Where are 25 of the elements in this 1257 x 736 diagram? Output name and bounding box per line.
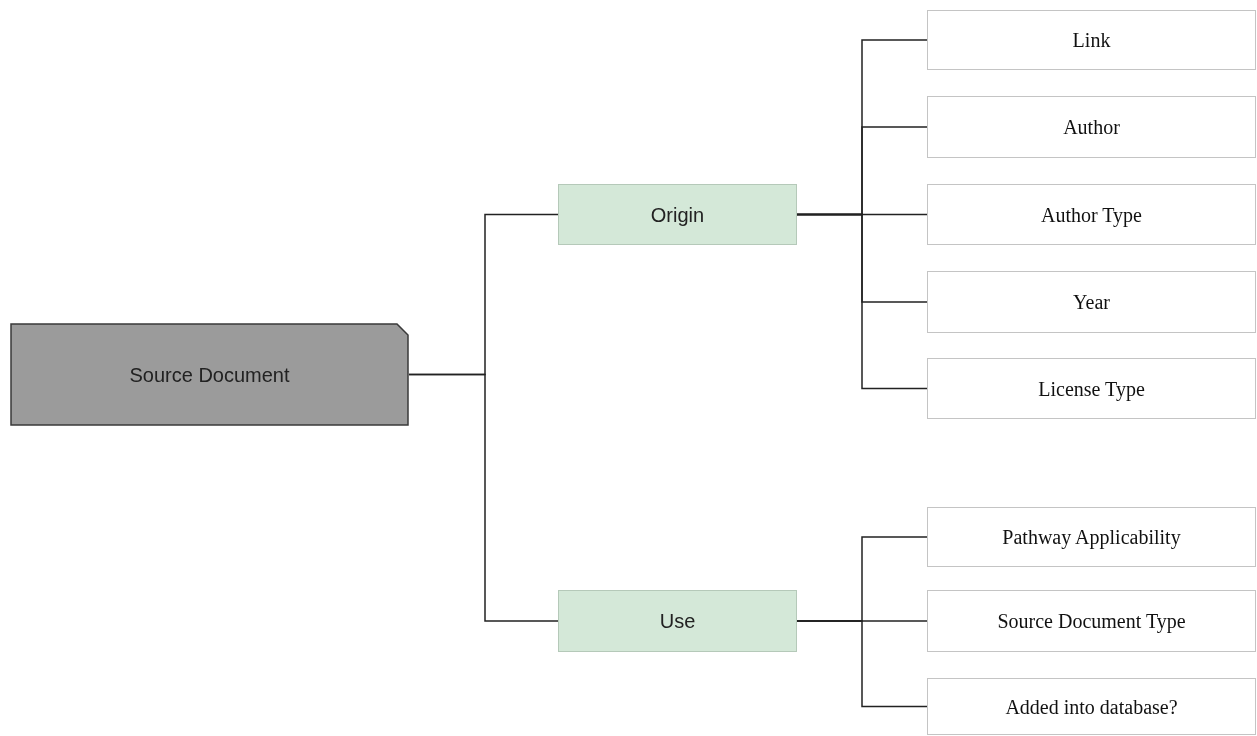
node-label: Use bbox=[659, 609, 696, 634]
field-box bbox=[927, 271, 1256, 333]
node-label: Link bbox=[1072, 28, 1111, 53]
field-box bbox=[927, 184, 1256, 245]
field-box bbox=[927, 358, 1256, 419]
field-box bbox=[927, 590, 1256, 652]
node-label: Year bbox=[1073, 290, 1110, 315]
document-shape bbox=[10, 323, 409, 426]
connector-line bbox=[796, 620, 928, 708]
field-box bbox=[927, 678, 1256, 735]
field-box bbox=[927, 96, 1256, 158]
field-box bbox=[927, 507, 1256, 567]
node-label: Source Document bbox=[129, 362, 290, 388]
connector-line bbox=[796, 213, 928, 390]
node-label: Source Document Type bbox=[997, 609, 1186, 635]
node-label: Author bbox=[1063, 115, 1120, 140]
node-label: Author Type bbox=[1041, 202, 1142, 229]
field-box bbox=[927, 10, 1256, 70]
node-label: Origin bbox=[650, 202, 705, 228]
connector-line bbox=[408, 373, 559, 622]
category-box bbox=[558, 184, 797, 245]
node-label: Pathway Applicability bbox=[1002, 525, 1181, 551]
node-label: License Type bbox=[1038, 376, 1145, 403]
category-box bbox=[558, 590, 797, 652]
node-label: Added into database? bbox=[1005, 694, 1178, 720]
